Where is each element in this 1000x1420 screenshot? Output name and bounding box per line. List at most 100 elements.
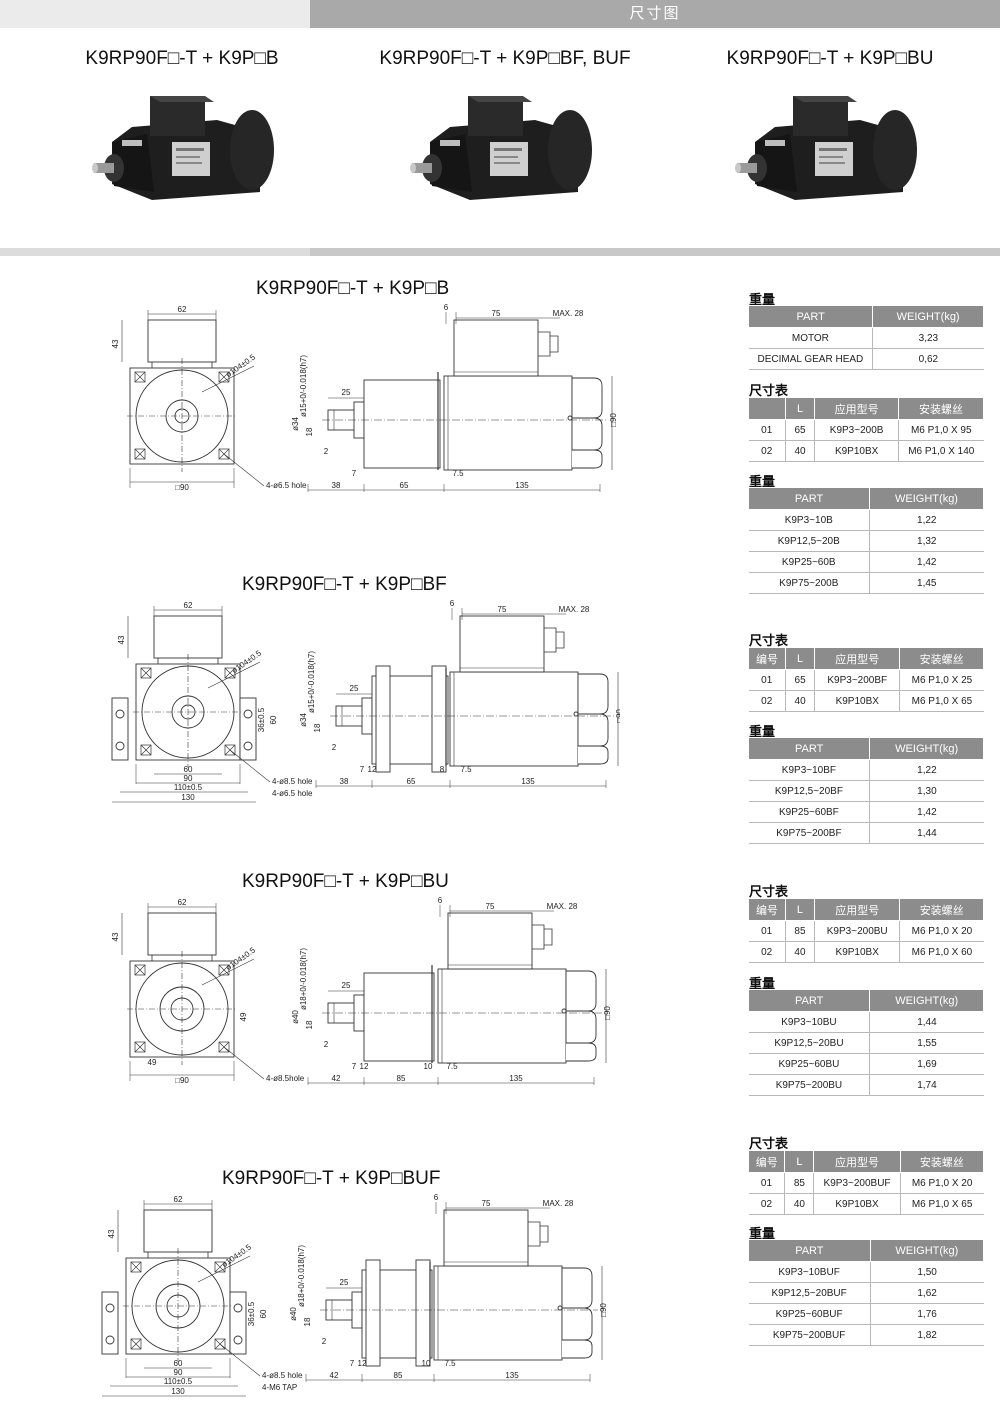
- table-cell: M6 P1,0 X 65: [900, 1193, 984, 1215]
- drawing-rect: [415, 1259, 431, 1367]
- dimension-label: 2: [324, 1040, 329, 1049]
- dimension-label: 36±0.5: [257, 707, 266, 732]
- dimension-label: 62: [184, 601, 193, 610]
- drawing-rect: [447, 912, 533, 970]
- dimension-label: 4-ø8.5hole: [266, 1074, 305, 1083]
- motor-label: [490, 142, 528, 176]
- dimension-label: ø15+0/-0.018(h7): [299, 355, 308, 417]
- dimension-label: 12: [368, 765, 377, 774]
- dimension-label: 18: [303, 1317, 312, 1326]
- dimension-label: 60: [184, 765, 193, 774]
- table-header: 应用型号: [814, 648, 901, 670]
- dimension-label: ø104±0.5: [220, 1242, 253, 1269]
- dimension-label: 110±0.5: [164, 1377, 193, 1386]
- table-header: WEIGHT(kg): [869, 738, 984, 760]
- dimension-label: 43: [111, 932, 120, 941]
- label-line: [819, 162, 845, 164]
- label-motor-weight: 重量: [749, 292, 776, 307]
- drawing-rect: [363, 972, 435, 1062]
- drawing-line: [197, 1255, 251, 1283]
- dimension-label: 62: [178, 898, 187, 907]
- terminal-box: [468, 96, 523, 136]
- table-cell: K9P3~200BU: [814, 920, 901, 942]
- section-title-b: K9RP90F□-T + K9P□B: [256, 278, 450, 299]
- drawing-rect: [239, 697, 257, 761]
- table-cell: 1,22: [869, 759, 984, 781]
- dimension-label: 62: [174, 1195, 183, 1204]
- section-title-bu: K9RP90F□-T + K9P□BU: [242, 871, 449, 892]
- table-cell: 1,50: [870, 1261, 984, 1283]
- drawing-rect: [229, 1291, 247, 1355]
- table-header: 编号: [748, 648, 786, 670]
- table-cell: 65: [785, 669, 816, 691]
- drawing-line: [218, 964, 230, 976]
- drawing-line: [130, 1338, 142, 1350]
- table-cell: M6 P1,0 X 25: [899, 669, 984, 691]
- table-cell: 02: [748, 690, 786, 712]
- dimension-label: 6: [438, 896, 443, 905]
- table-cell: 1,22: [869, 509, 984, 531]
- table-cell: M6 P1,0 X 60: [899, 941, 984, 963]
- drawing-line: [201, 958, 255, 986]
- table-cell: 02: [748, 941, 786, 963]
- dimension-label: □90: [615, 709, 620, 723]
- dimension-label: ø40: [289, 1307, 298, 1321]
- table-cell: K9P75~200BF: [748, 822, 871, 844]
- table-cell: K9P25~60BU: [748, 1053, 871, 1075]
- drawing-line: [229, 749, 271, 783]
- output-shaft: [94, 163, 114, 173]
- drawing-line: [134, 448, 146, 460]
- dimension-label: □90: [603, 1006, 612, 1020]
- drawing-rect: [143, 1209, 213, 1253]
- drawing-circle: [243, 709, 253, 719]
- cable-gland: [532, 924, 553, 950]
- drawing-line: [140, 667, 152, 679]
- table-cell: 40: [785, 440, 816, 462]
- dimension-label: 7.5: [452, 469, 464, 478]
- motor-label: [172, 142, 210, 176]
- dimension-label: 135: [521, 777, 535, 786]
- drawing-rect: [437, 968, 567, 1064]
- drawing-rect: [443, 1209, 529, 1267]
- dimension-label: 135: [505, 1371, 519, 1380]
- terminal-box: [793, 96, 848, 136]
- dimension-label: 42: [330, 1371, 339, 1380]
- table-cell: 1,42: [869, 551, 984, 573]
- table-cell: K9P75~200BU: [748, 1074, 871, 1096]
- dimension-label: 2: [324, 447, 329, 456]
- dimension-label: 8: [440, 765, 445, 774]
- table-cell: M6 P1,0 X 95: [898, 419, 984, 441]
- dimension-label: 75: [492, 309, 501, 318]
- dimension-label: 62: [178, 305, 187, 314]
- dimension-label: 60: [269, 715, 278, 724]
- drawing-rect: [431, 665, 447, 773]
- dimension-label: 7: [352, 469, 357, 478]
- dimension-label: 6: [434, 1193, 439, 1202]
- table-cell: K9P25~60B: [748, 551, 871, 573]
- table-cell: 1,45: [869, 572, 984, 594]
- motor-fan-cover: [577, 673, 609, 765]
- drawing-rect: [453, 319, 539, 377]
- drawing-line: [223, 1046, 265, 1080]
- dimension-label: ø34: [299, 713, 308, 727]
- dimension-label: 7: [350, 1359, 355, 1368]
- dimension-label: □90: [609, 413, 618, 427]
- gear-label: [765, 140, 785, 146]
- table-header: PART: [747, 306, 874, 328]
- output-shaft: [737, 163, 757, 173]
- drawing-line: [140, 744, 152, 756]
- dimension-label: MAX. 28: [543, 1199, 574, 1208]
- section-title-bf: K9RP90F□-T + K9P□BF: [242, 574, 447, 595]
- label-weight-bf: 重量: [749, 724, 776, 739]
- table-cell: 85: [785, 920, 816, 942]
- table-cell: 1,44: [869, 822, 984, 844]
